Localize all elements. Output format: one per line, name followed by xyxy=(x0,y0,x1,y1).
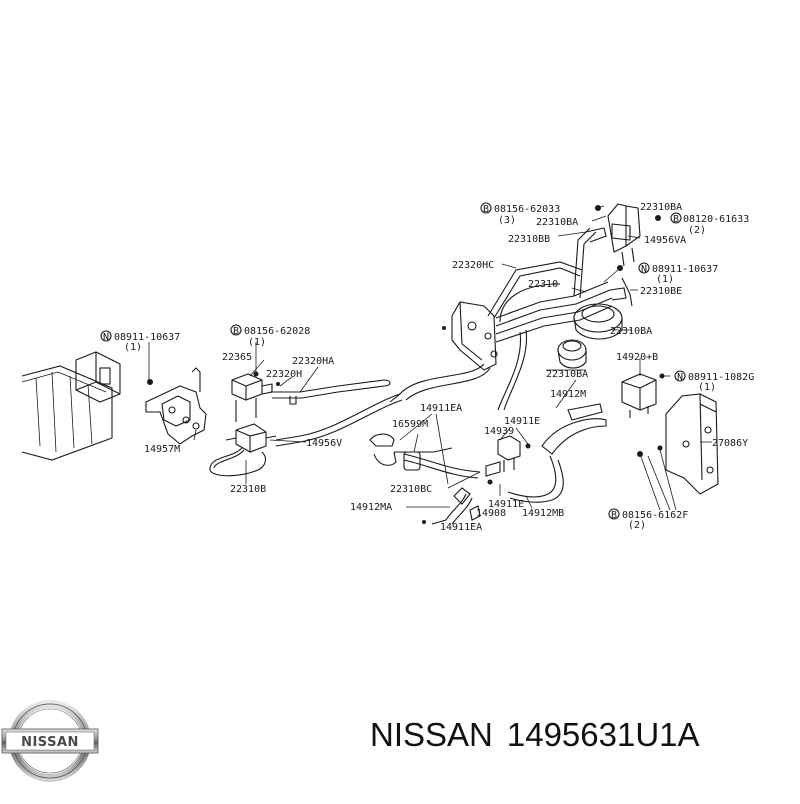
label-14956va: 14956VA xyxy=(644,235,686,246)
valve-14956v-drawing xyxy=(225,423,277,453)
label-qty: (1) xyxy=(248,337,266,348)
circle-mark-n: N xyxy=(677,372,683,383)
label-qty: (1) xyxy=(656,274,674,285)
bracket-27086y-drawing xyxy=(637,393,719,495)
label-14912ma: 14912MA xyxy=(350,502,392,513)
label-22310ba: 22310BA xyxy=(610,326,652,337)
label-08911-1082g: 08911-1082G xyxy=(688,372,754,383)
label-14908: 14908 xyxy=(476,508,506,519)
circle-mark-n: N xyxy=(641,264,647,275)
logo-wordmark: NISSAN xyxy=(21,735,79,750)
label-08156-62028: 08156-62028 xyxy=(244,326,310,337)
label-22310ba: 22310BA xyxy=(536,217,578,228)
tube-bundle-drawing xyxy=(487,227,613,343)
label-22320ha: 22320HA xyxy=(292,356,334,367)
label-14939: 14939 xyxy=(484,426,514,437)
circle-mark-b: B xyxy=(483,204,489,215)
label-14912mb: 14912MB xyxy=(522,508,564,519)
label-22365: 22365 xyxy=(222,352,252,363)
label-14911e: 14911E xyxy=(488,499,524,510)
fitting-14939-drawing xyxy=(485,435,531,485)
label-14912m: 14912M xyxy=(550,389,586,400)
circle-mark-b: B xyxy=(233,326,239,337)
label-27086y: 27086Y xyxy=(712,438,748,449)
caption-brand: NISSAN xyxy=(370,716,493,753)
leader-lines xyxy=(148,205,712,511)
solenoid-14920b-drawing xyxy=(621,373,665,418)
caption-part-number: 1495631U1A xyxy=(506,716,700,753)
label-14911ea: 14911EA xyxy=(420,403,462,414)
label-14911e: 14911E xyxy=(504,416,540,427)
engine-block-drawing xyxy=(21,351,121,461)
hose-22310b xyxy=(209,447,267,477)
label-22310be: 22310BE xyxy=(640,286,682,297)
label-08120-61633: 08120-61633 xyxy=(683,214,749,225)
label-08911-10637: 08911-10637 xyxy=(652,264,718,275)
label-22310bc: 22310BC xyxy=(390,484,432,495)
label-22310ba: 22310BA xyxy=(546,369,588,380)
label-22310ba: 22310BA xyxy=(640,202,682,213)
valve-14956va-drawing xyxy=(585,203,661,307)
label-16599m: 16599M xyxy=(392,419,428,430)
hose-center xyxy=(389,363,485,403)
label-qty: (2) xyxy=(688,225,706,236)
label-08156-6162f: 08156-6162F xyxy=(622,510,688,521)
label-qty: (1) xyxy=(698,382,716,393)
label-14956v: 14956V xyxy=(306,438,342,449)
label-14920b: 14920+B xyxy=(616,352,658,363)
solenoid-22365-drawing xyxy=(231,371,280,422)
circle-mark-b: B xyxy=(673,214,679,225)
label-22320hc: 22320HC xyxy=(452,260,494,271)
label-08911-10637: 08911-10637 xyxy=(114,332,180,343)
label-22310bb: 22310BB xyxy=(508,234,550,245)
circle-mark-n: N xyxy=(103,332,109,343)
main-bracket-drawing xyxy=(442,301,498,371)
circle-mark-b: B xyxy=(611,510,617,521)
tubes-22320h-drawing xyxy=(270,379,403,447)
label-22310b: 22310B xyxy=(230,484,266,495)
label-08156-62033: 08156-62033 xyxy=(494,204,560,215)
label-22320h: 22320H xyxy=(266,369,302,380)
hose-14912m-drawing xyxy=(507,403,607,503)
part-caption: NISSAN 1495631U1A xyxy=(370,716,795,776)
label-22310: 22310 xyxy=(528,279,558,290)
callout-labels: B 08156-62033 (3) 22310BA 22310BA B 0812… xyxy=(100,202,754,533)
label-14911ea: 14911EA xyxy=(440,522,482,533)
hose-14912ma-drawing xyxy=(422,487,481,525)
nissan-logo: NISSAN xyxy=(1,700,99,782)
clamp-16599m-drawing xyxy=(369,433,481,479)
label-qty: (2) xyxy=(628,520,646,531)
label-qty: (3) xyxy=(498,215,516,226)
label-14957m: 14957M xyxy=(144,444,180,455)
bracket-14957m-drawing xyxy=(145,367,207,445)
label-qty: (1) xyxy=(124,342,142,353)
